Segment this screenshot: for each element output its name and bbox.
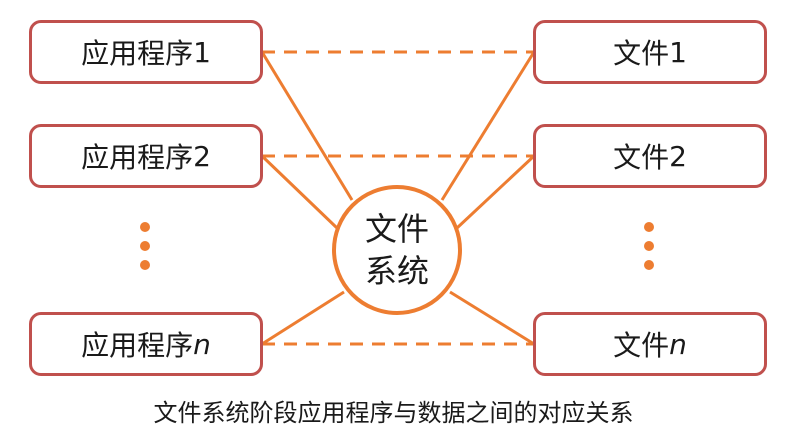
link-app1-hub — [260, 51, 354, 201]
file-system-hub: 文件 系统 — [332, 185, 462, 315]
dot — [644, 222, 654, 232]
link-hub-file2 — [455, 154, 536, 230]
ellipsis-left-icon — [140, 222, 152, 272]
app-box-1-suffix: 1 — [193, 35, 211, 69]
app-box-2-label: 应用程序 — [81, 141, 194, 174]
app-box-2-suffix: 2 — [193, 139, 211, 173]
ellipsis-right-icon — [644, 222, 656, 272]
link-app2-hub — [260, 154, 339, 230]
link-appn-hub — [261, 290, 345, 346]
dot — [644, 260, 654, 270]
dot — [140, 222, 150, 232]
dot — [140, 260, 150, 270]
file-box-n-label: 文件 — [613, 329, 670, 362]
file-box-1-suffix: 1 — [669, 35, 687, 69]
file-box-2-suffix: 2 — [669, 139, 687, 173]
app-box-n-label: 应用程序 — [81, 329, 194, 362]
link-hub-filen — [449, 290, 535, 346]
dot — [140, 241, 150, 251]
app-box-n-suffix: n — [193, 327, 211, 361]
dot — [644, 241, 654, 251]
file-box-n-suffix: n — [669, 327, 687, 361]
app-box-1-label: 应用程序 — [81, 37, 194, 70]
file-box-2-label: 文件 — [613, 141, 670, 174]
link-hub-file1 — [440, 51, 536, 201]
diagram-caption: 文件系统阶段应用程序与数据之间的对应关系 — [153, 399, 634, 427]
hub-line-1: 文件 — [364, 210, 429, 248]
hub-line-2: 系统 — [364, 252, 429, 290]
file-box-1-label: 文件 — [613, 37, 670, 70]
